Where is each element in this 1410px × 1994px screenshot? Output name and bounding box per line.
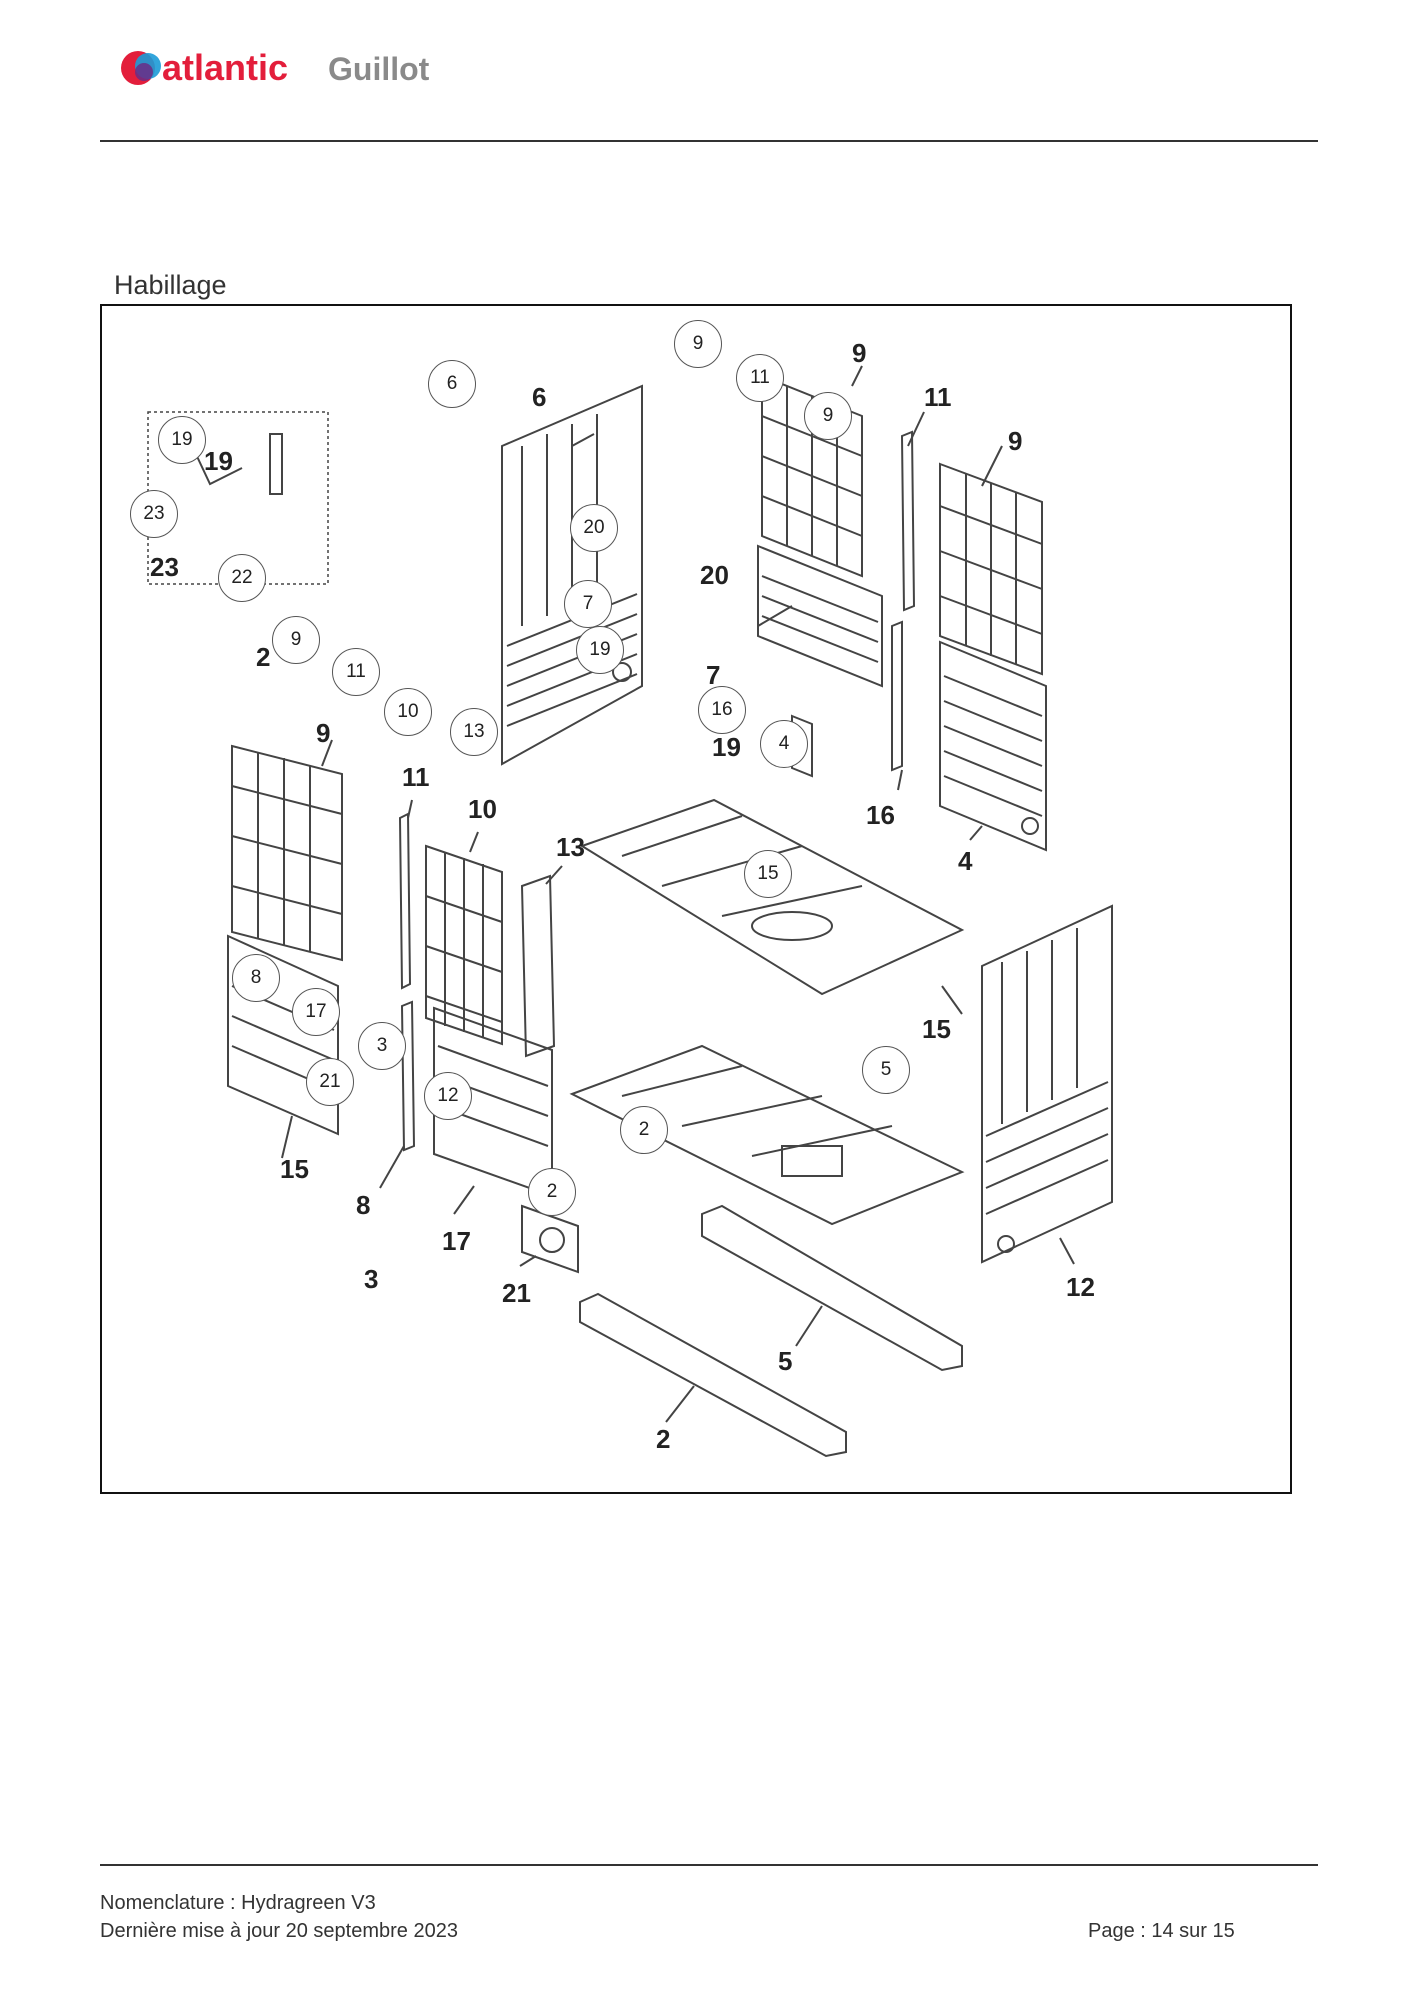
brand-logo: atlantic Guillot — [118, 44, 498, 94]
part-label: 21 — [502, 1278, 531, 1308]
callout: 2 — [620, 1106, 668, 1154]
part-label: 23 — [150, 552, 179, 582]
footer-document-title: Nomenclature : Hydragreen V3 — [100, 1892, 376, 1914]
callout: 22 — [218, 554, 266, 602]
strip-11-left — [398, 812, 412, 990]
part-label: 8 — [356, 1190, 370, 1220]
callout: 11 — [736, 354, 784, 402]
part-label: 12 — [1066, 1272, 1095, 1302]
grid-10 — [425, 844, 503, 1046]
callout: 8 — [232, 954, 280, 1002]
part-label: 13 — [556, 832, 585, 862]
callout: 7 — [564, 580, 612, 628]
callout: 5 — [862, 1046, 910, 1094]
rail-2-upper — [701, 1204, 963, 1372]
strip-16 — [891, 620, 903, 772]
grid-9-right — [939, 462, 1043, 676]
panel-8 — [227, 934, 339, 1136]
part-label: 16 — [866, 800, 895, 830]
part-label: 17 — [442, 1226, 471, 1256]
part-label: 11 — [924, 382, 952, 412]
callout: 19 — [158, 416, 206, 464]
panel-4 — [939, 640, 1047, 852]
panel-20 — [757, 544, 883, 688]
callout: 17 — [292, 988, 340, 1036]
callout: 23 — [130, 490, 178, 538]
strip-17 — [400, 1000, 416, 1152]
part-label: 9 — [1008, 426, 1022, 456]
strip-13 — [520, 874, 556, 1058]
callout: 9 — [804, 392, 852, 440]
part-label: 3 — [364, 1264, 378, 1294]
brand-name-secondary: Guillot — [328, 51, 430, 87]
bracket-part — [269, 433, 283, 495]
callout: 21 — [306, 1058, 354, 1106]
part-label: 5 — [778, 1346, 792, 1376]
tray-15 — [579, 798, 965, 996]
part-label: 15 — [280, 1154, 309, 1184]
exploded-diagram: 9 11 9 6 20 7 19 16 4 19 23 2 9 11 10 13… — [100, 304, 1292, 1494]
parts-drawing: 9 11 9 6 20 7 19 16 4 19 23 2 9 11 10 13… — [147, 338, 1113, 1458]
part-label: 10 — [468, 794, 497, 824]
base-tray — [569, 1044, 965, 1226]
part-label: 15 — [922, 1014, 951, 1044]
callout: 9 — [674, 320, 722, 368]
footer-divider — [100, 1864, 1318, 1866]
panel-6 — [501, 384, 643, 766]
part-label: 19 — [712, 732, 741, 762]
callout: 4 — [760, 720, 808, 768]
callout: 12 — [424, 1072, 472, 1120]
plate-12 — [521, 1204, 579, 1274]
strip-11-top — [900, 430, 916, 612]
grid-9-left — [231, 744, 343, 962]
callout: 2 — [528, 1168, 576, 1216]
header-divider — [100, 140, 1318, 142]
callout: 9 — [272, 616, 320, 664]
part-label: 4 — [958, 846, 973, 876]
callout: 10 — [384, 688, 432, 736]
callout: 11 — [332, 648, 380, 696]
part-label: 11 — [402, 762, 430, 792]
part-label: 6 — [532, 382, 546, 412]
panel-5 — [981, 904, 1113, 1264]
part-label: 9 — [852, 338, 866, 368]
part-label: 9 — [316, 718, 330, 748]
callout: 19 — [576, 626, 624, 674]
callout: 3 — [358, 1022, 406, 1070]
section-title: Habillage — [114, 270, 227, 300]
part-label: 20 — [700, 560, 729, 590]
footer-last-update: Dernière mise à jour 20 septembre 2023 — [100, 1920, 458, 1942]
part-label: 19 — [204, 446, 233, 476]
callout: 16 — [698, 686, 746, 734]
rail-2-lower — [579, 1292, 847, 1458]
callout: 15 — [744, 850, 792, 898]
callout: 20 — [570, 504, 618, 552]
part-label: 2 — [656, 1424, 670, 1454]
brand-name-primary: atlantic — [162, 47, 288, 88]
callout: 13 — [450, 708, 498, 756]
footer-page-number: Page : 14 sur 15 — [1088, 1920, 1235, 1942]
part-label: 7 — [706, 660, 720, 690]
part-label: 2 — [256, 642, 270, 672]
callout: 6 — [428, 360, 476, 408]
